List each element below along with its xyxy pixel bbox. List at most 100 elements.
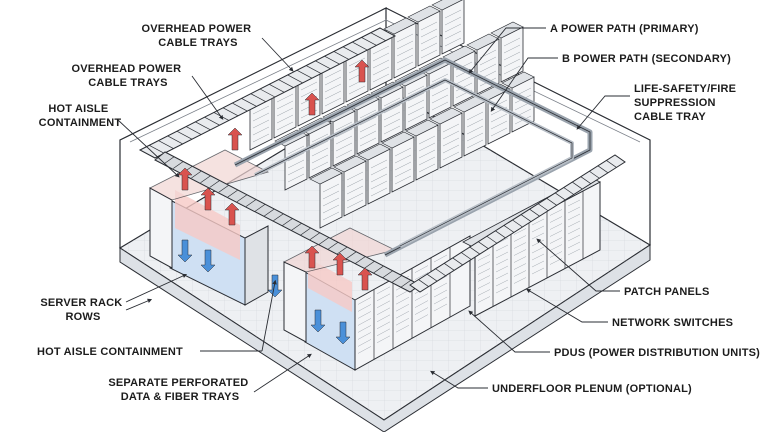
fire-tray-rung	[589, 170, 600, 179]
back-rack-slot	[442, 137, 460, 147]
pod-rack-slot	[376, 321, 391, 330]
back-rack-slot	[466, 139, 484, 149]
back-rack-slot	[322, 183, 340, 193]
leader-pdus	[468, 310, 550, 353]
back-rack-slot	[418, 156, 436, 166]
back-rack-slot	[442, 151, 460, 161]
fire-tray-rung	[461, 252, 472, 260]
back-rack-slot	[372, 66, 390, 76]
back-rack-slot	[394, 168, 412, 178]
fire-tray-rung	[546, 198, 557, 206]
fire-tray-rung	[426, 273, 438, 282]
back-rack-slot	[407, 113, 425, 123]
back-rack-slot	[503, 58, 521, 68]
hot-air-arrow	[332, 252, 348, 276]
back-rack-slot	[431, 101, 449, 111]
ladder-rung	[278, 79, 294, 88]
data-tray-rung	[364, 260, 375, 269]
data-tray-rung	[236, 194, 248, 203]
back-rack-slot	[503, 51, 521, 61]
cold-air-arrow	[335, 321, 351, 345]
back-rack-slot	[322, 211, 340, 221]
back-rack-slot	[420, 49, 438, 59]
fire-tray-rung	[469, 246, 480, 255]
back-rack-slot	[276, 114, 294, 124]
fire-tray-rung	[418, 279, 429, 287]
net-rack-slot	[567, 213, 581, 221]
back-rack-slot	[442, 130, 460, 140]
data-tray-rung	[191, 170, 202, 179]
label-a-power-path: A POWER PATH (PRIMARY)	[550, 23, 699, 35]
back-rack-slot	[287, 159, 305, 169]
net-rack-slot	[531, 218, 545, 226]
back-rack-top	[466, 33, 500, 51]
net-rack-slot	[513, 263, 527, 270]
back-rack-slot	[311, 161, 329, 171]
back-rack-slot	[383, 125, 401, 135]
back-rack-slot	[311, 154, 329, 164]
back-rack-slot	[252, 126, 270, 136]
back-rack-top	[383, 17, 417, 35]
pod-rack-slot	[433, 296, 448, 305]
pod-rack-slot	[357, 304, 372, 312]
pod-rack-slot	[395, 289, 410, 298]
back-rack-slot	[324, 90, 342, 100]
pod-rack-slot	[433, 289, 448, 298]
data-tray-rung	[245, 199, 257, 207]
label-hot-aisle-lower: HOT AISLE CONTAINMENT	[37, 346, 183, 358]
label-underfloor-plenum: UNDERFLOOR PLENUM (OPTIONAL)	[492, 383, 692, 395]
back-rack-slot	[252, 119, 270, 129]
net-rack-slot	[513, 256, 527, 263]
back-rack-slot	[455, 75, 473, 85]
net-rack-slot	[549, 237, 563, 244]
back-rack-slot	[418, 142, 436, 152]
fire-tray-rung	[580, 176, 592, 184]
fire-tray-rung	[529, 208, 540, 217]
pod-rack-slot	[376, 300, 391, 309]
back-rack-slot	[324, 83, 342, 93]
pod-rack-slot	[357, 332, 372, 340]
data-tray-rung	[391, 275, 402, 283]
data-tray-rung	[227, 189, 239, 198]
net-rack-slot	[495, 244, 509, 252]
back-rack-slot	[346, 178, 364, 188]
net-rack-slot	[567, 241, 581, 249]
net-rack-slot	[531, 225, 545, 233]
pod-rack-slot	[433, 254, 448, 263]
pod-left-rack-end	[244, 225, 269, 306]
label-pdus: PDUS (POWER DISTRIBUTION UNITS)	[554, 347, 760, 359]
hot-air-arrow	[354, 59, 370, 83]
ladder-rung	[232, 102, 248, 112]
back-rack-top	[309, 167, 343, 185]
data-tray-rung	[209, 180, 220, 188]
back-rack-slot	[394, 175, 412, 185]
hot-air-arrow	[304, 92, 320, 116]
back-rack-slot	[503, 65, 521, 75]
ladder-rung	[195, 121, 211, 131]
back-rack-slot	[346, 199, 364, 209]
back-rack-slot	[287, 166, 305, 176]
back-rack-slot	[359, 123, 377, 133]
back-rack-slot	[370, 187, 388, 197]
back-rack-top	[407, 5, 441, 23]
back-rack-slot	[324, 69, 342, 79]
back-rack-slot	[383, 111, 401, 121]
back-rack-top	[431, 0, 463, 11]
fire-tray-rung	[435, 268, 446, 277]
label-b-power-path: B POWER PATH (SECONDARY)	[562, 53, 731, 65]
pod-rack-slot	[395, 317, 410, 326]
airflow-arrows	[177, 59, 373, 345]
data-tray-rung	[218, 184, 229, 193]
pod-right-rack-front	[283, 261, 307, 343]
back-rack-slot	[372, 52, 390, 62]
back-rack-slot	[359, 137, 377, 147]
ladder-rung	[158, 140, 174, 149]
back-rack-slot	[300, 88, 318, 98]
net-rack-slot	[495, 286, 509, 294]
fire-tray-rung	[555, 192, 566, 201]
back-rack-top	[333, 155, 367, 173]
pod-rack-slot	[376, 293, 391, 302]
ladder-rung	[259, 88, 276, 98]
label-network-switches: NETWORK SWITCHES	[612, 317, 733, 329]
net-rack-slot	[477, 275, 491, 282]
